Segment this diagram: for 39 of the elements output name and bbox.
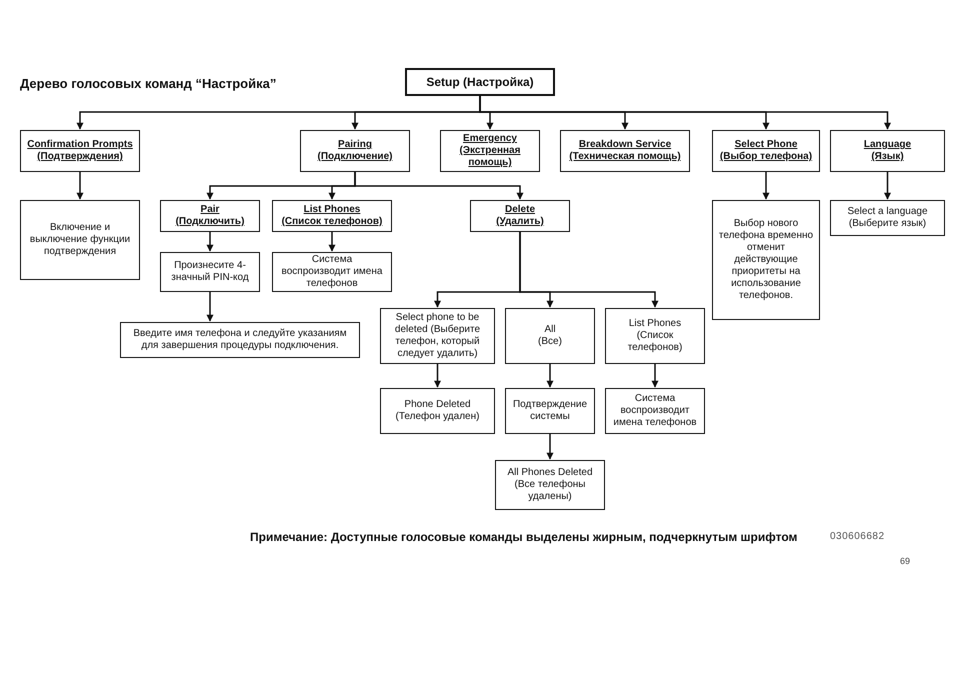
page-number: 69 [900,556,910,566]
arrow [328,232,336,252]
response-box: All (Все) [505,308,595,364]
response-box: Система воспроизводит имена телефонов [605,388,705,434]
arrow [206,292,214,322]
response-box: Phone Deleted (Телефон удален) [380,388,495,434]
response-box: Выбор нового телефона временно отменит действующие приоритеты на использование телефонов. [712,200,820,320]
response-box: Подтверждение системы [505,388,595,434]
command-box: List Phones (Список телефонов) [272,200,392,232]
command-box: Breakdown Service (Техническая помощь) [560,130,690,172]
arrow [546,364,554,388]
command-box: Pairing (Подключение) [300,130,410,172]
arrow [206,232,214,252]
response-box: Система воспроизводит имена телефонов [272,252,392,292]
response-box: Select phone to be deleted (Выберите телефон, который следует удалить) [380,308,495,364]
arrow [652,364,658,388]
response-box: Введите имя телефона и следуйте указаниям для завершения процедуры подключения. [120,322,360,358]
command-box: Pair (Подключить) [160,200,260,232]
arrow [434,364,441,388]
command-box: Delete (Удалить) [470,200,570,232]
command-box: Language (Язык) [830,130,945,172]
arrow [546,434,554,460]
note-text: Примечание: Доступные голосовые команды выделены жирным, подчеркнутым шрифтом [250,530,798,544]
arrow [884,172,891,200]
arrow [76,172,84,200]
response-box: Select a language (Выберите язык) [830,200,945,236]
command-box: Select Phone (Выбор телефона) [712,130,820,172]
figure-code: 030606682 [830,531,885,542]
command-box: Emergency (Экстренная помощь) [440,130,540,172]
diagram-title: Дерево голосовых команд “Настройка” [20,76,276,91]
command-box: Confirmation Prompts (Подтверждения) [20,130,140,172]
response-box: List Phones (Список телефонов) [605,308,705,364]
response-box: Произнесите 4-значный PIN-код [160,252,260,292]
response-box: Включение и выключение функции подтверждения [20,200,140,280]
response-box: All Phones Deleted (Все телефоны удалены) [495,460,605,510]
arrow [519,232,658,308]
command-box: Setup (Настройка) [405,68,555,96]
arrow [762,172,770,200]
arrow [354,172,524,200]
